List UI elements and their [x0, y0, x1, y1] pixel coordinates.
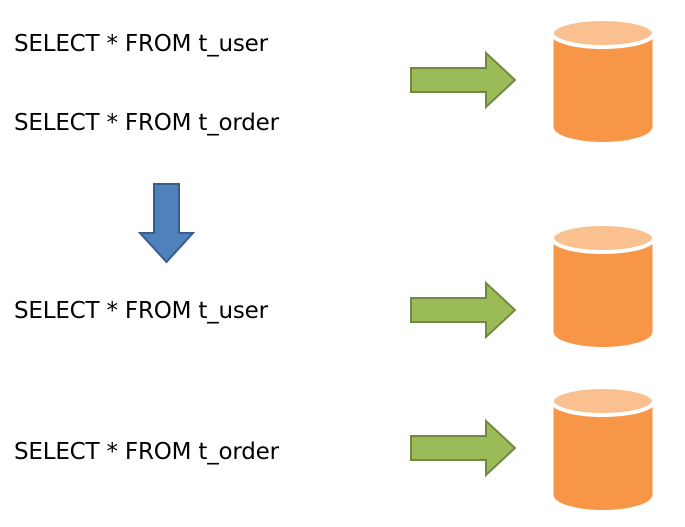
sql-query-before-order: SELECT * FROM t_order: [14, 110, 279, 136]
arrow-right-icon: [410, 50, 517, 110]
sql-query-after-user: SELECT * FROM t_user: [14, 298, 268, 324]
arrow-right-icon: [410, 280, 517, 340]
database-cylinder-icon: [550, 385, 656, 514]
database-cylinder-icon: [550, 222, 656, 351]
arrow-down-icon: [137, 183, 196, 264]
sql-query-after-order: SELECT * FROM t_order: [14, 439, 279, 465]
arrow-right-icon: [410, 418, 517, 478]
sql-query-before-user: SELECT * FROM t_user: [14, 31, 268, 57]
database-cylinder-icon: [550, 17, 656, 146]
